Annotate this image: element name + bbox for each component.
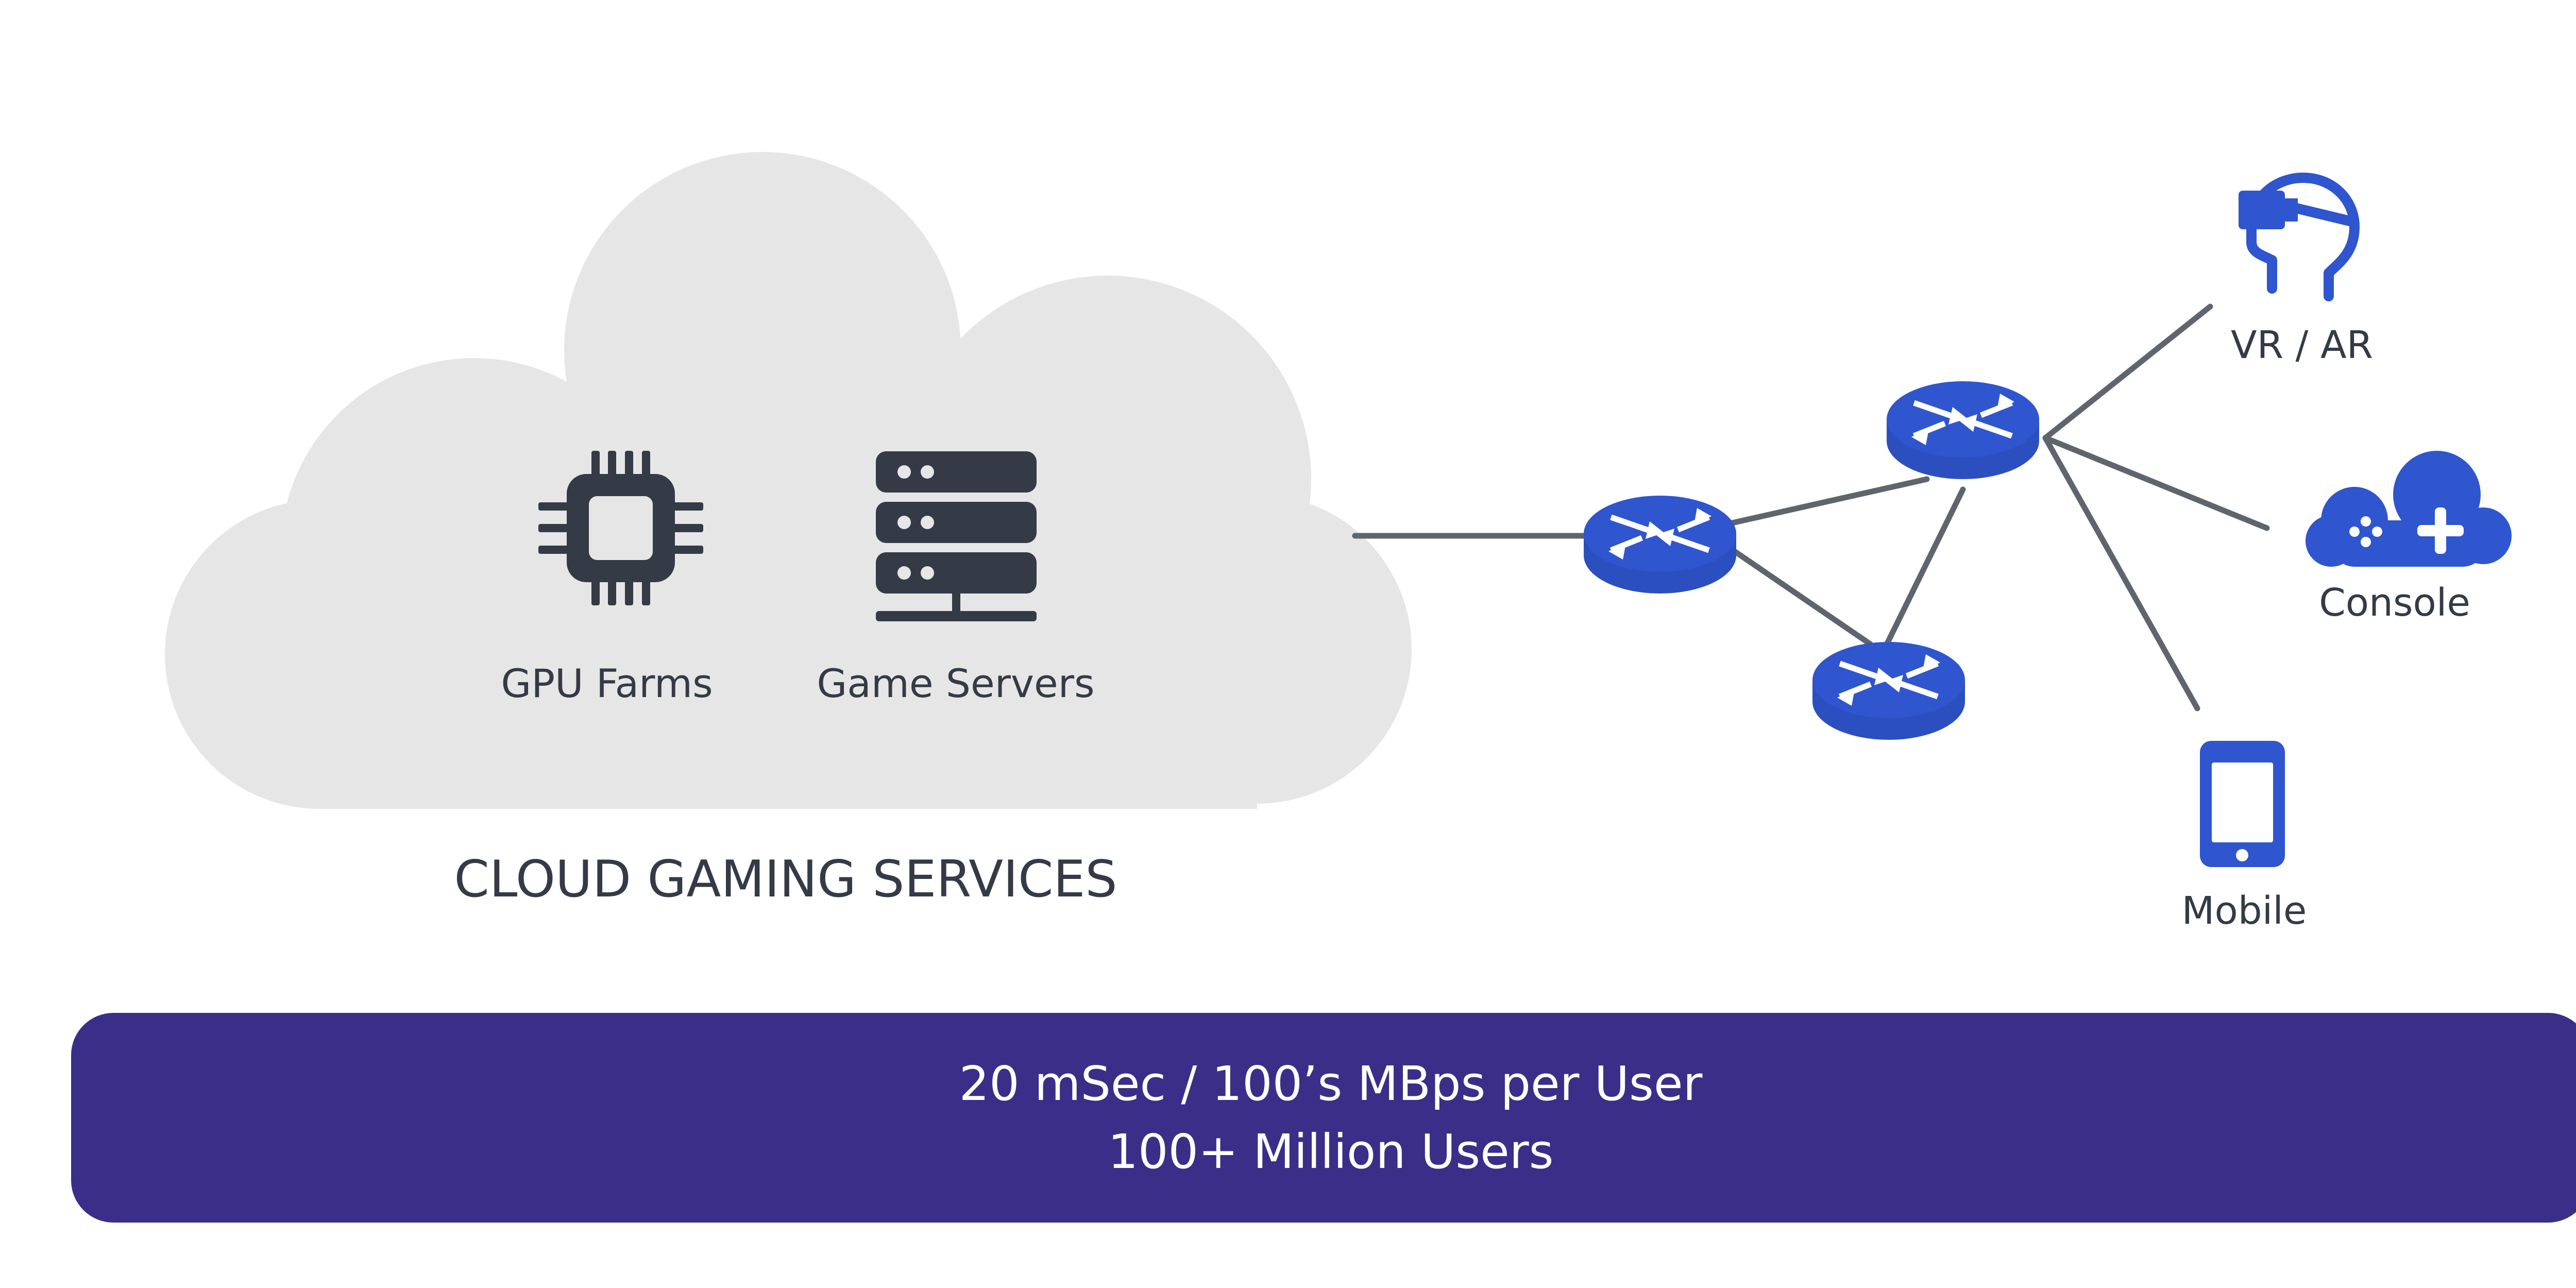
router-icon	[1812, 642, 1965, 740]
link-router2-vr	[2042, 303, 2213, 441]
cloud-title: CLOUD GAMING SERVICES	[454, 850, 1117, 909]
router-3	[1812, 642, 1965, 740]
router-1	[1584, 496, 1736, 594]
link-router1-router3	[1713, 535, 1873, 647]
game-servers-label: Game Servers	[817, 660, 1094, 706]
vr-headset-icon	[2239, 173, 2360, 301]
link-router2-router3	[1883, 486, 1966, 650]
cloud-shape	[165, 152, 1412, 809]
vr-ar-label: VR / AR	[2231, 323, 2373, 367]
banner-users-text: 100+ Million Users	[1108, 1124, 1554, 1179]
link-router2-console	[2042, 435, 2270, 531]
gpu-farms-label: GPU Farms	[501, 660, 713, 706]
router-icon	[1584, 496, 1736, 594]
gpu-chip-icon	[538, 451, 703, 605]
link-router2-mobile	[2042, 435, 2200, 711]
router-2	[1887, 381, 2039, 479]
mobile-phone-icon	[2200, 741, 2285, 867]
console-label: Console	[2319, 581, 2470, 625]
banner-latency-text: 20 mSec / 100’s MBps per User	[959, 1056, 1703, 1111]
gamepad-cloud-icon	[2306, 451, 2512, 567]
performance-banner: 20 mSec / 100’s MBps per User 100+ Milli…	[71, 1013, 2576, 1223]
mobile-label: Mobile	[2182, 889, 2307, 933]
link-router1-router2	[1718, 476, 1930, 529]
network-links	[1352, 303, 2270, 711]
server-rack-icon	[876, 451, 1037, 621]
router-icon	[1887, 381, 2039, 479]
